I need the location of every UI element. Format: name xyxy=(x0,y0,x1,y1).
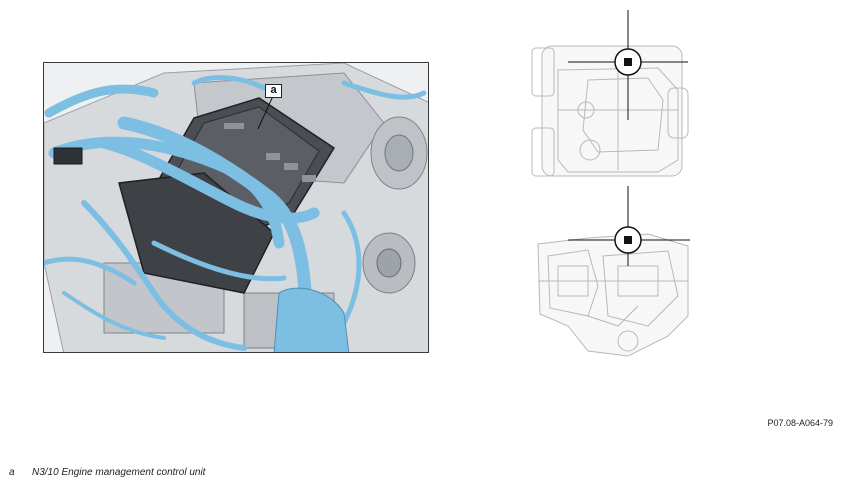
legend-key: a xyxy=(9,467,15,478)
locator-side-drawing xyxy=(537,186,690,357)
engine-drawing xyxy=(44,63,428,352)
engine-illustration xyxy=(43,62,429,353)
legend-text: N3/10 Engine management control unit xyxy=(32,467,206,478)
locator-side-view xyxy=(528,186,698,371)
callout-label: a xyxy=(265,84,282,98)
locator-top-view xyxy=(528,10,698,185)
wiring-harness xyxy=(44,75,427,351)
figure-code: P07.08-A064-79 xyxy=(767,418,833,428)
locator-top-drawing xyxy=(531,10,689,177)
legend: a N3/10 Engine management control unit xyxy=(9,467,205,478)
